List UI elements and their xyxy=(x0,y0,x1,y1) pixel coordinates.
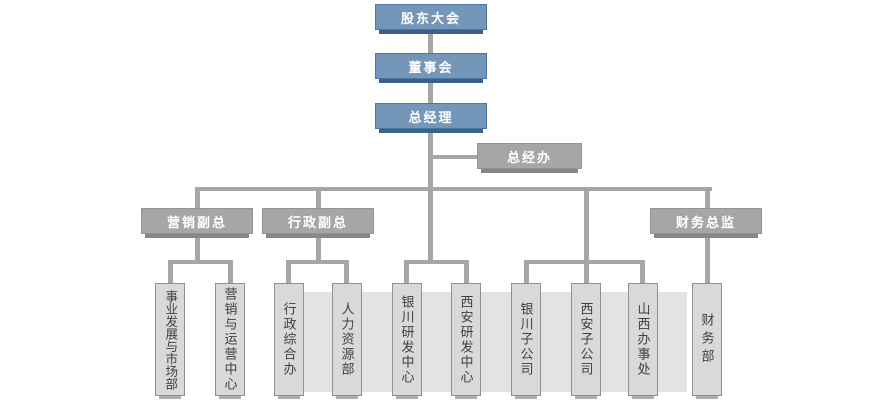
connector-drop-dept-3 xyxy=(286,260,291,283)
node-board-of-directors: 董事会 xyxy=(375,53,487,83)
connector-admin-bar xyxy=(286,260,349,264)
connector-shareholders-board xyxy=(428,30,433,53)
node-dept-human-resources: 人力资源部 xyxy=(332,283,362,399)
connector-drop-dept-4 xyxy=(344,260,349,283)
connector-drop-dept-5 xyxy=(404,260,409,283)
node-dept-yinchuan-rd-center: 银川研发中心 xyxy=(392,283,422,399)
node-vp-marketing: 营销副总 xyxy=(141,208,253,238)
connector-board-gm xyxy=(428,79,433,103)
connector-drop-subsidiaries xyxy=(584,187,589,283)
node-dept-business-development-market: 事业发展与市场部 xyxy=(155,283,185,399)
node-dept-xian-subsidiary: 西安子公司 xyxy=(571,283,601,399)
connector-drop-dept-6 xyxy=(464,260,469,283)
dept-label: 行政综合办 xyxy=(281,302,297,377)
connector-drop-dept-9 xyxy=(640,260,645,283)
node-dept-finance: 财务部 xyxy=(692,283,722,399)
connector-rd-bar xyxy=(404,260,469,264)
connector-gm-office xyxy=(431,155,479,159)
node-dept-xian-rd-center: 西安研发中心 xyxy=(451,283,481,399)
connector-drop-dept-1 xyxy=(168,260,173,283)
connector-gm-trunk xyxy=(428,129,433,264)
dept-label: 西安研发中心 xyxy=(458,294,474,385)
dept-label: 银川研发中心 xyxy=(399,294,415,385)
node-shareholders-meeting: 股东大会 xyxy=(375,4,487,34)
connector-admin-stem xyxy=(316,234,321,262)
dept-label: 财务部 xyxy=(699,312,715,367)
connector-subsidiaries-bar xyxy=(524,260,645,264)
connector-marketing-stem xyxy=(195,234,200,262)
connector-drop-vp-admin xyxy=(316,187,321,208)
connector-drop-vp-marketing xyxy=(195,187,200,208)
connector-drop-dept-2 xyxy=(228,260,233,283)
node-dept-admin-general-office: 行政综合办 xyxy=(274,283,304,399)
dept-label: 营销与运营中心 xyxy=(222,287,238,392)
dept-label: 西安子公司 xyxy=(578,302,594,377)
dept-label: 银川子公司 xyxy=(518,302,534,377)
dept-label: 山西办事处 xyxy=(635,302,651,377)
node-vp-admin: 行政副总 xyxy=(262,208,374,238)
connector-drop-dept-7 xyxy=(524,260,529,283)
connector-marketing-bar xyxy=(168,260,233,264)
node-dept-marketing-operations-center: 营销与运营中心 xyxy=(215,283,245,399)
dept-label: 事业发展与市场部 xyxy=(163,289,178,390)
node-gm-office: 总经办 xyxy=(477,143,582,173)
node-general-manager: 总经理 xyxy=(375,103,487,133)
node-dept-shanxi-office: 山西办事处 xyxy=(628,283,658,399)
connector-main-horizontal xyxy=(195,187,712,191)
dept-label: 人力资源部 xyxy=(339,302,355,377)
node-finance-director: 财务总监 xyxy=(650,208,762,238)
node-dept-yinchuan-subsidiary: 银川子公司 xyxy=(511,283,541,399)
